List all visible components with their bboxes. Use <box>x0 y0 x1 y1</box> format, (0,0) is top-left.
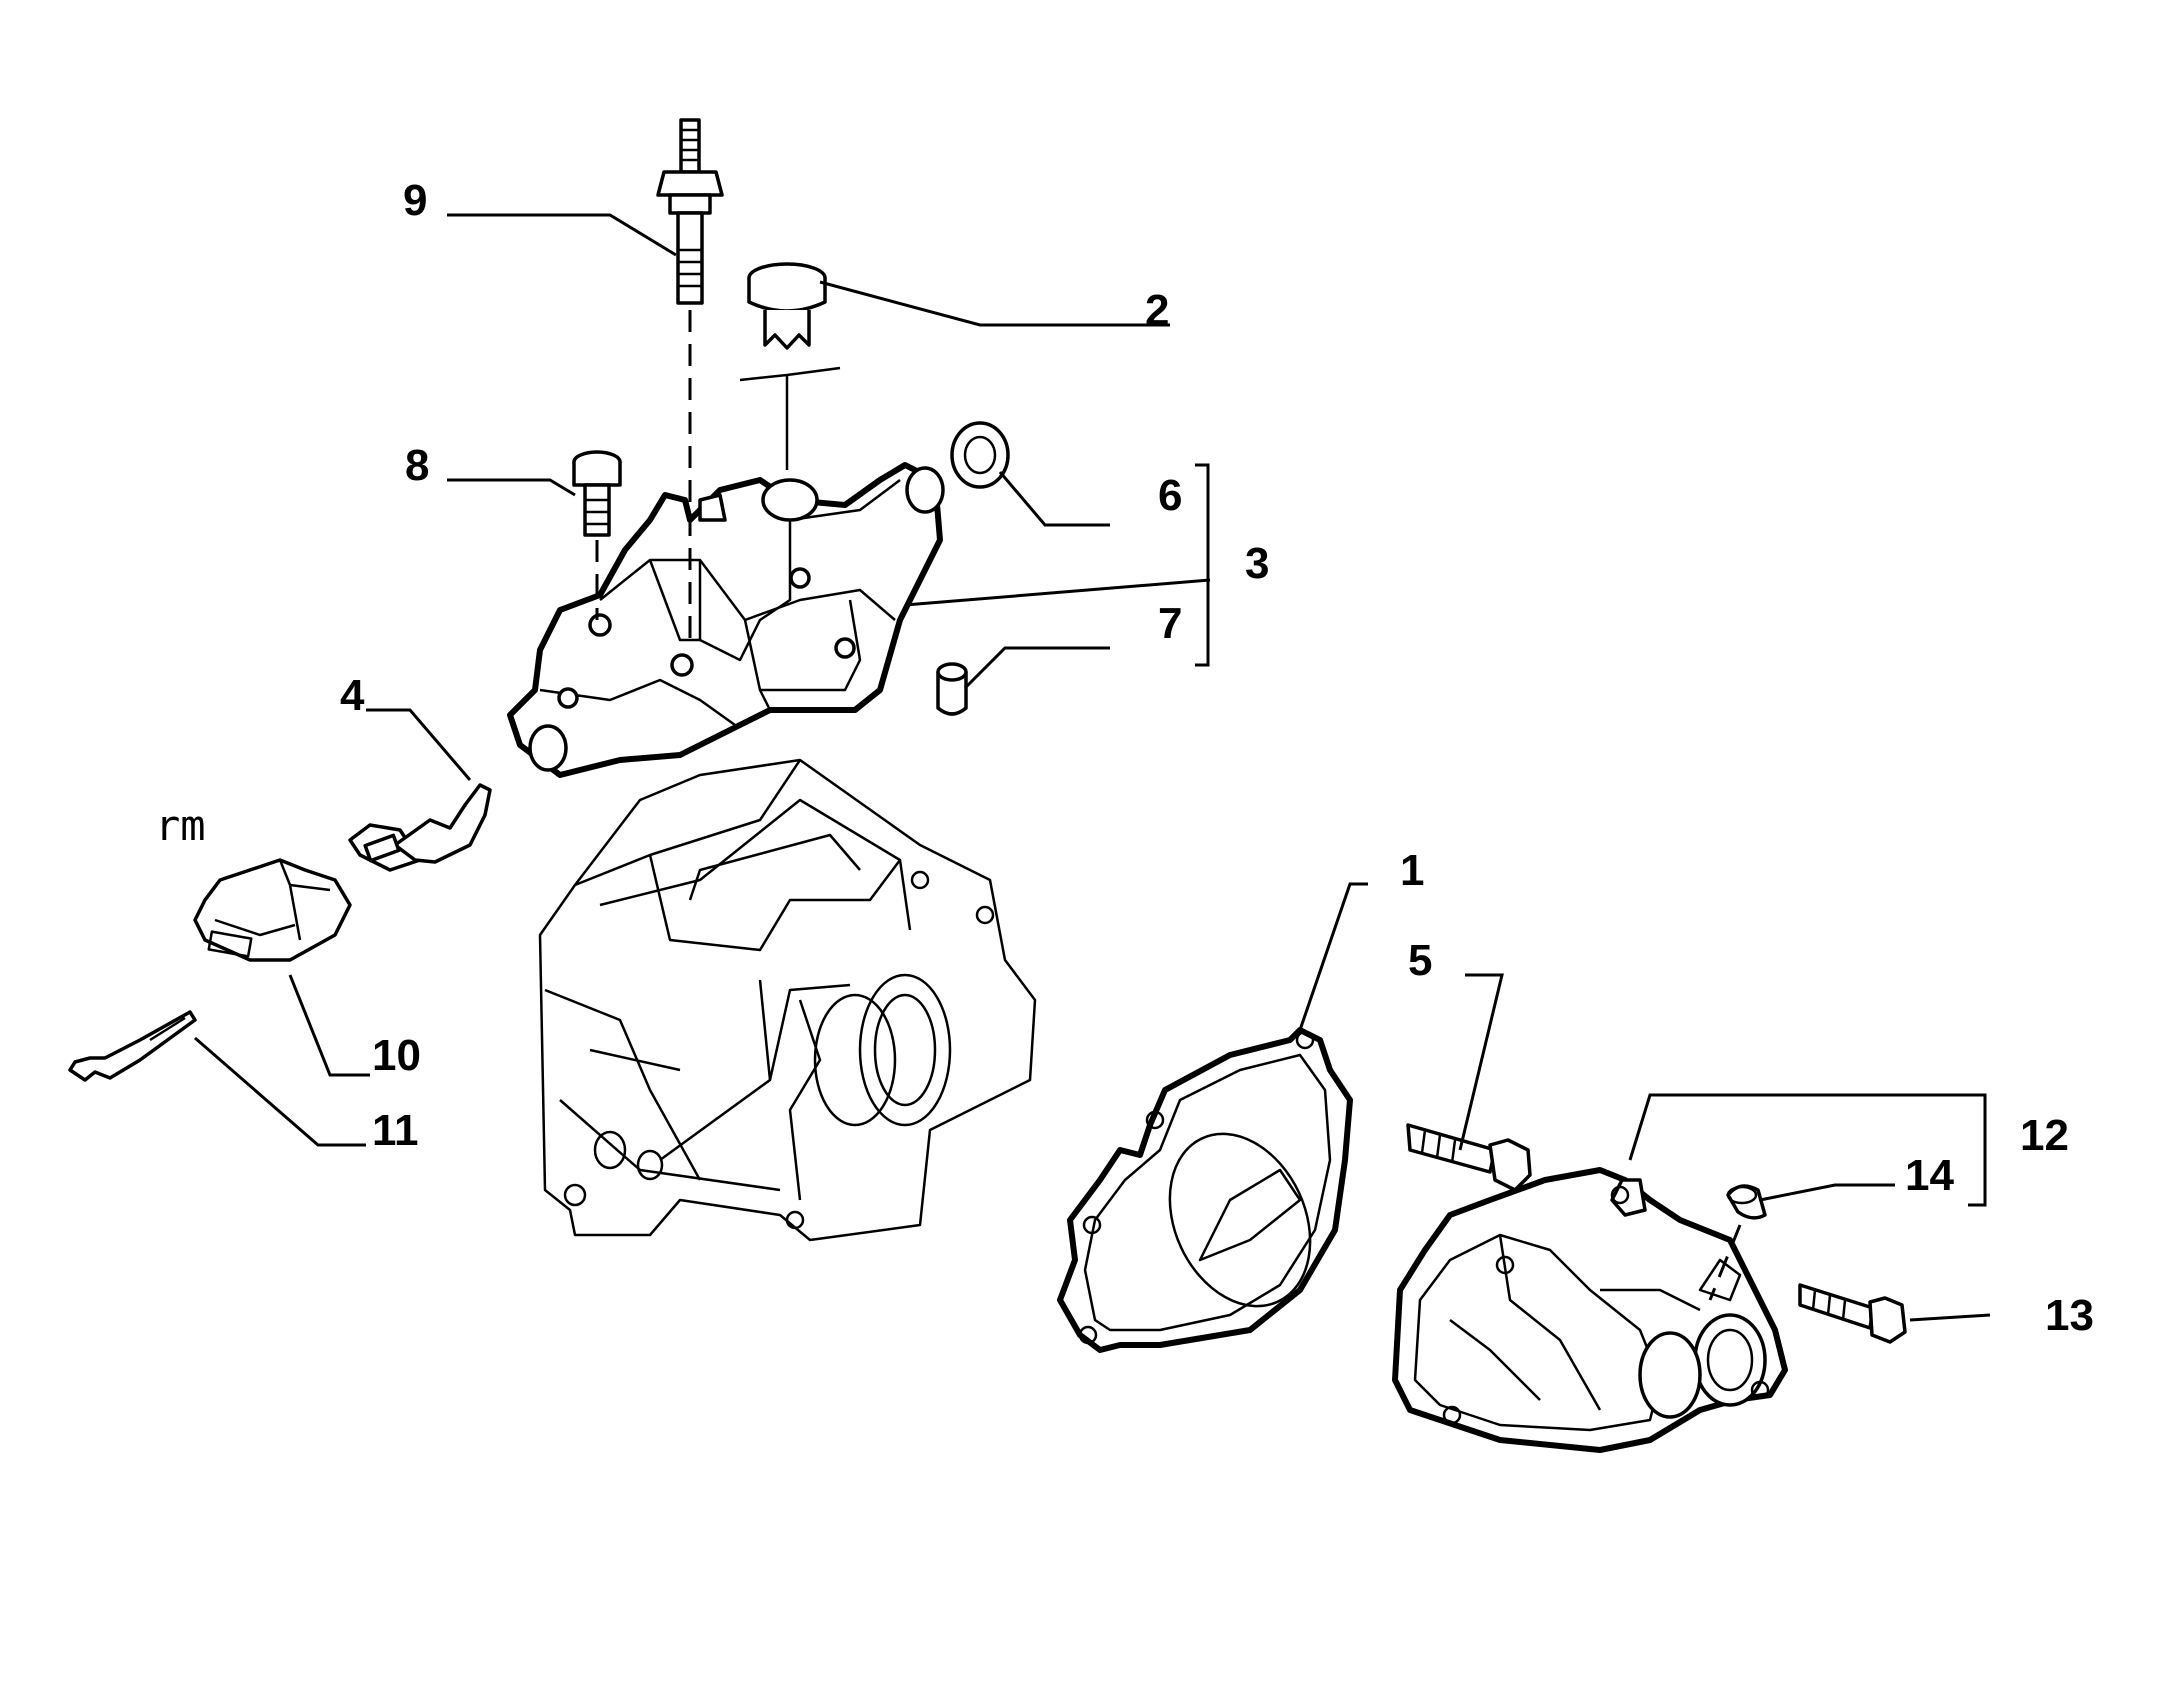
small-plug <box>1726 1184 1767 1220</box>
stud-bolt <box>656 118 724 305</box>
seal-ring <box>950 421 1010 489</box>
hex-bolt-large <box>1406 1123 1532 1192</box>
filler-cap <box>739 262 841 470</box>
leader-lines <box>194 213 1991 1322</box>
cover-plate <box>507 462 945 778</box>
callout-5: 5 <box>1408 936 1432 985</box>
gearbox-housing <box>538 758 1037 1242</box>
end-cover-housing <box>1392 1167 1788 1453</box>
callout-1: 1 <box>1400 846 1424 895</box>
callout-12: 12 <box>2020 1111 2069 1160</box>
terminal-pin <box>68 1010 197 1082</box>
callout-13: 13 <box>2045 1291 2094 1340</box>
callout-6: 6 <box>1158 471 1182 520</box>
callout-7: 7 <box>1158 599 1182 648</box>
callout-11: 11 <box>372 1106 419 1155</box>
callout-14: 14 <box>1905 1151 1954 1200</box>
callout-10: 10 <box>372 1031 421 1080</box>
hex-bolt-small <box>1798 1283 1907 1344</box>
callout-labels: 1 2 3 4 5 6 7 8 9 10 11 12 13 14 rm <box>155 176 2094 1340</box>
plug-axis-line <box>1708 1224 1742 1301</box>
hex-bolt <box>572 450 622 537</box>
bushing <box>936 662 968 716</box>
gasket <box>1057 1027 1353 1353</box>
rm-note: rm <box>155 801 206 850</box>
callout-9: 9 <box>403 176 427 225</box>
callout-4: 4 <box>340 671 365 720</box>
callout-2: 2 <box>1145 286 1169 335</box>
callout-3: 3 <box>1245 539 1269 588</box>
sensor-switch <box>348 783 492 872</box>
callout-8: 8 <box>405 441 429 490</box>
electrical-connector <box>193 858 352 962</box>
